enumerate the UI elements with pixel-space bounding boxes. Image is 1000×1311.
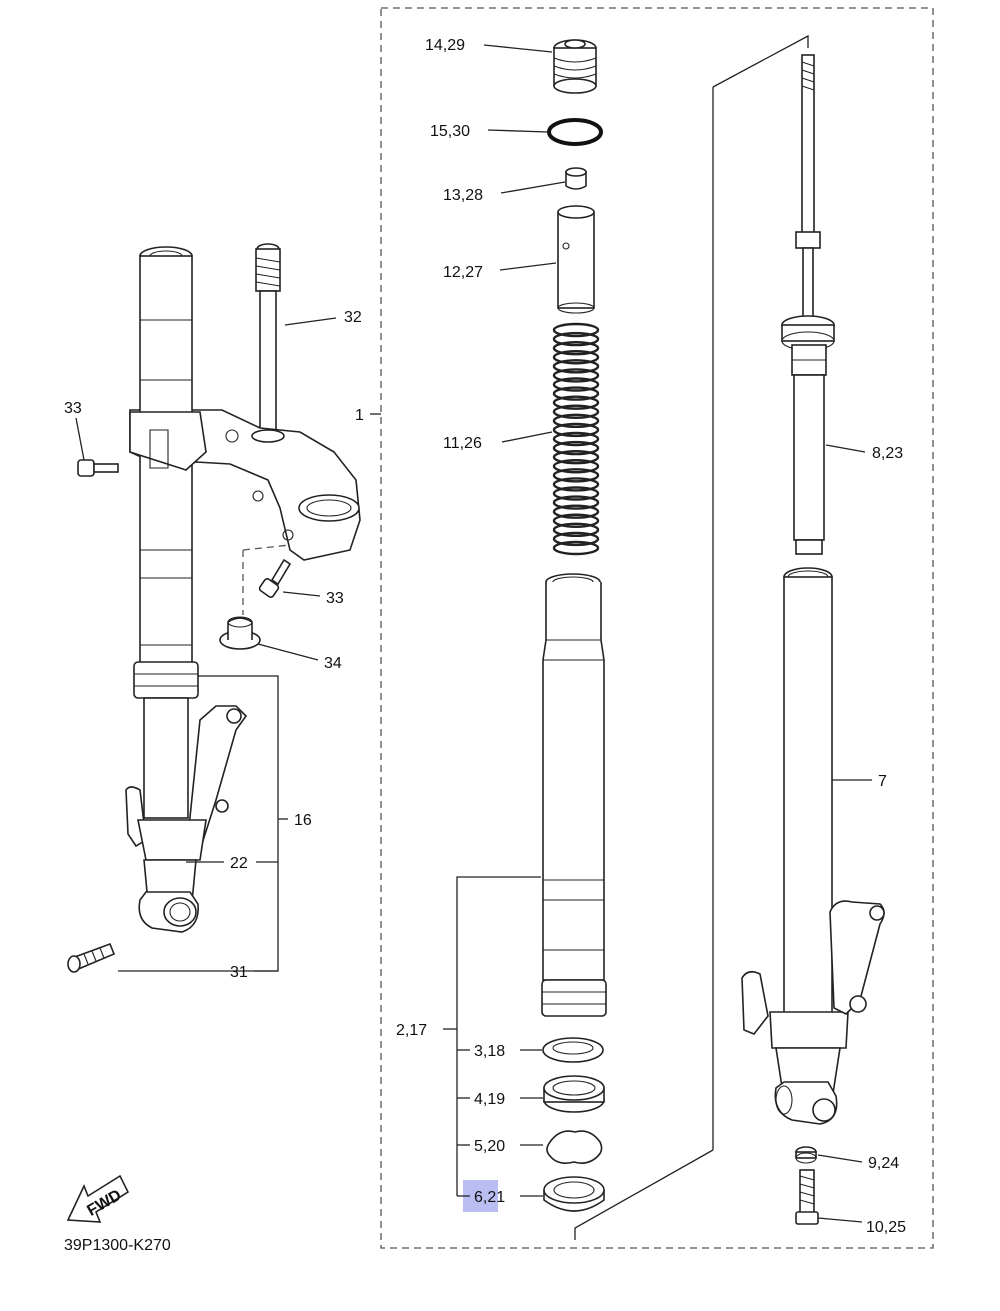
callout-34: 34 bbox=[324, 655, 342, 672]
assembled-fork-left bbox=[125, 243, 361, 933]
spring-coil bbox=[552, 468, 600, 483]
cap-nut-34 bbox=[219, 616, 261, 650]
callout-4-19: 4,19 bbox=[474, 1091, 505, 1108]
bracket-top bbox=[712, 34, 809, 88]
leader-11-26 bbox=[501, 431, 553, 443]
callout-33-mid: 33 bbox=[326, 590, 344, 607]
spring-coil bbox=[552, 368, 600, 383]
spring-coil bbox=[552, 404, 600, 419]
leader-15-30 bbox=[487, 129, 549, 133]
spacer-part bbox=[557, 205, 595, 314]
spring-coil bbox=[552, 422, 600, 438]
leader-10-25 bbox=[817, 1217, 863, 1223]
callout-9-24: 9,24 bbox=[868, 1155, 899, 1172]
spring-coil bbox=[552, 413, 600, 429]
small-washer-part bbox=[795, 1146, 817, 1164]
callout-16: 16 bbox=[294, 812, 312, 829]
callout-6-21: 6,21 bbox=[474, 1189, 505, 1206]
callout-15-30: 15,30 bbox=[430, 123, 470, 140]
pinch-bolt-33-mid bbox=[258, 558, 292, 598]
spring-coil bbox=[552, 331, 600, 347]
oil-seal-part bbox=[543, 1075, 605, 1113]
spring-coil bbox=[552, 322, 600, 338]
group-bracket-2-17 bbox=[456, 876, 541, 1196]
leader-8-23 bbox=[825, 444, 866, 453]
spring-coil bbox=[552, 522, 600, 538]
clip-part bbox=[546, 1130, 603, 1164]
spring-coil bbox=[552, 540, 600, 556]
callout-31: 31 bbox=[230, 964, 248, 981]
nut-part bbox=[565, 167, 587, 190]
diagram-code: 39P1300-K270 bbox=[64, 1237, 171, 1254]
spring-coil bbox=[552, 513, 600, 528]
callout-22: 22 bbox=[230, 855, 248, 872]
callout-1: 1 bbox=[355, 407, 364, 424]
callout-14-29: 14,29 bbox=[425, 37, 465, 54]
spring-coil bbox=[552, 395, 600, 410]
axle-pinch-bolt-31 bbox=[67, 942, 116, 973]
callout-2-17: 2,17 bbox=[396, 1022, 427, 1039]
damper-bolt-part bbox=[795, 1169, 819, 1225]
spring-coil bbox=[552, 449, 600, 465]
outer-tube-part bbox=[541, 573, 607, 1017]
damper-rod-part bbox=[781, 54, 835, 555]
inner-tube-part bbox=[741, 567, 885, 1125]
spring-coil bbox=[552, 350, 600, 365]
callout-10-25: 10,25 bbox=[866, 1219, 906, 1236]
washer-part bbox=[542, 1037, 604, 1063]
callout-11-26: 11,26 bbox=[443, 435, 482, 452]
leader-13-28 bbox=[500, 181, 566, 194]
fork-spring-part bbox=[552, 322, 600, 556]
callout-7: 7 bbox=[878, 773, 887, 790]
callout-33-top: 33 bbox=[64, 400, 82, 417]
callout-32: 32 bbox=[344, 309, 362, 326]
spring-coil bbox=[552, 340, 600, 356]
spring-coil bbox=[552, 495, 600, 510]
fwd-arrow-icon: FWD bbox=[66, 1174, 130, 1223]
cap-bolt-part bbox=[553, 39, 597, 94]
spring-coil bbox=[552, 431, 600, 447]
leader-14-29 bbox=[483, 44, 553, 53]
spring-coil bbox=[552, 477, 600, 492]
spring-coil bbox=[552, 504, 600, 519]
leader-33-mid bbox=[282, 591, 321, 597]
leader-33-top bbox=[75, 417, 85, 461]
leader-12-27 bbox=[499, 262, 557, 271]
callout-13-28: 13,28 bbox=[443, 187, 483, 204]
callout-12-27: 12,27 bbox=[443, 264, 483, 281]
spring-coil bbox=[552, 531, 600, 547]
spring-coil bbox=[552, 386, 600, 401]
spring-coil bbox=[552, 377, 600, 392]
alignment-dash-left-2 bbox=[242, 544, 291, 551]
leader-9-24 bbox=[817, 1154, 863, 1163]
group-bracket-16 bbox=[118, 675, 279, 972]
bracket-bottom bbox=[574, 1149, 714, 1240]
callout-3-18: 3,18 bbox=[474, 1043, 505, 1060]
leader-32 bbox=[284, 317, 337, 326]
dust-seal-part bbox=[543, 1176, 605, 1212]
assembly-dashed-box bbox=[380, 7, 934, 1249]
leader-34 bbox=[257, 643, 319, 661]
spring-coil bbox=[552, 359, 600, 374]
o-ring-part bbox=[547, 118, 603, 146]
spring-coil bbox=[552, 440, 600, 456]
spring-coil bbox=[552, 486, 600, 501]
pinch-bolt-33-top bbox=[77, 459, 119, 477]
callout-5-20: 5,20 bbox=[474, 1138, 505, 1155]
spring-coil bbox=[552, 459, 600, 474]
callout-8-23: 8,23 bbox=[872, 445, 903, 462]
